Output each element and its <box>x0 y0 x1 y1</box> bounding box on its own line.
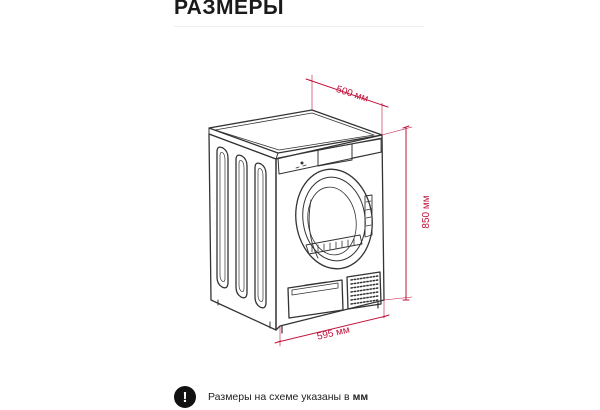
page-title: РАЗМЕРЫ <box>174 0 285 19</box>
units-note-unit: мм <box>352 391 369 403</box>
exclamation-icon: ! <box>174 386 196 408</box>
units-note: ! Размеры на схеме указаны в мм <box>174 386 368 408</box>
dryer-front <box>275 134 385 334</box>
units-note-text: Размеры на схеме указаны в <box>208 391 350 403</box>
title-divider <box>174 26 424 27</box>
dimension-lines <box>274 74 413 347</box>
dryer-side-panel <box>208 133 277 331</box>
height-dimension-label: 850 мм <box>421 195 433 229</box>
dryer-top <box>208 109 383 160</box>
